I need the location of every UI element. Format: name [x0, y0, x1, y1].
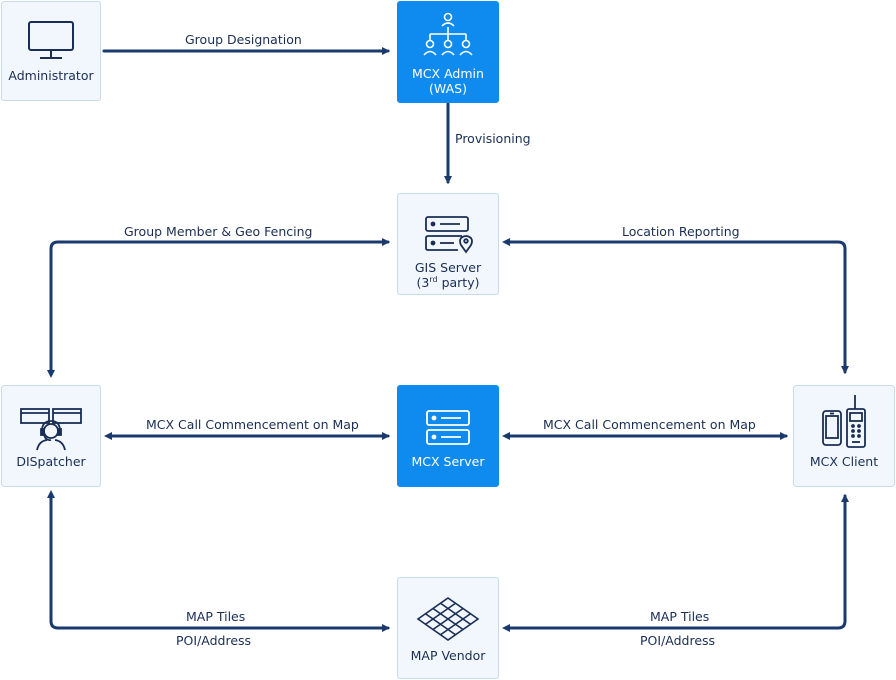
- server-icon: [423, 406, 473, 450]
- node-label: MAP Vendor: [410, 648, 486, 663]
- org-chart-icon: [422, 12, 474, 62]
- monitor-icon: [26, 16, 76, 66]
- edge-location-reporting: [502, 238, 849, 374]
- label-poi-right: POI/Address: [640, 633, 716, 648]
- server-location-icon: [422, 212, 474, 256]
- label-poi-left: POI/Address: [176, 633, 252, 648]
- node-label: MCX Admin: [412, 66, 484, 81]
- label-provisioning: Provisioning: [455, 131, 531, 146]
- label-call-right: MCX Call Commencement on Map: [543, 417, 756, 432]
- node-sublabel: (WAS): [429, 81, 467, 96]
- node-mcx-client[interactable]: MCX Client: [793, 385, 895, 487]
- edge-map-right: [502, 494, 849, 632]
- devices-icon: [819, 392, 869, 452]
- label-group-member-geo: Group Member & Geo Fencing: [124, 224, 313, 239]
- label-call-left: MCX Call Commencement on Map: [146, 417, 359, 432]
- node-sublabel: (3rd party): [416, 274, 480, 290]
- node-label: GIS Server: [414, 260, 482, 275]
- node-dispatcher[interactable]: DISpatcher: [1, 385, 101, 487]
- node-mcx-server[interactable]: MCX Server: [397, 385, 499, 487]
- node-map-vendor[interactable]: MAP Vendor: [397, 577, 499, 679]
- label-map-tiles-left: MAP Tiles: [186, 609, 246, 624]
- map-grid-icon: [416, 594, 480, 644]
- label-location-reporting: Location Reporting: [622, 224, 740, 239]
- edge-map-left: [47, 490, 390, 632]
- label-group-designation: Group Designation: [185, 32, 302, 47]
- node-gis-server[interactable]: GIS Server (3rd party): [397, 193, 499, 295]
- node-mcx-admin[interactable]: MCX Admin (WAS): [397, 1, 499, 103]
- node-label: DISpatcher: [16, 454, 86, 469]
- label-map-tiles-right: MAP Tiles: [650, 609, 710, 624]
- dispatcher-headset-icon: [19, 404, 83, 452]
- node-label: MCX Server: [411, 454, 485, 469]
- node-label: MCX Client: [809, 454, 879, 469]
- edge-group-member-geo: [47, 238, 390, 378]
- node-label: Administrator: [8, 68, 94, 83]
- node-administrator[interactable]: Administrator: [1, 1, 101, 101]
